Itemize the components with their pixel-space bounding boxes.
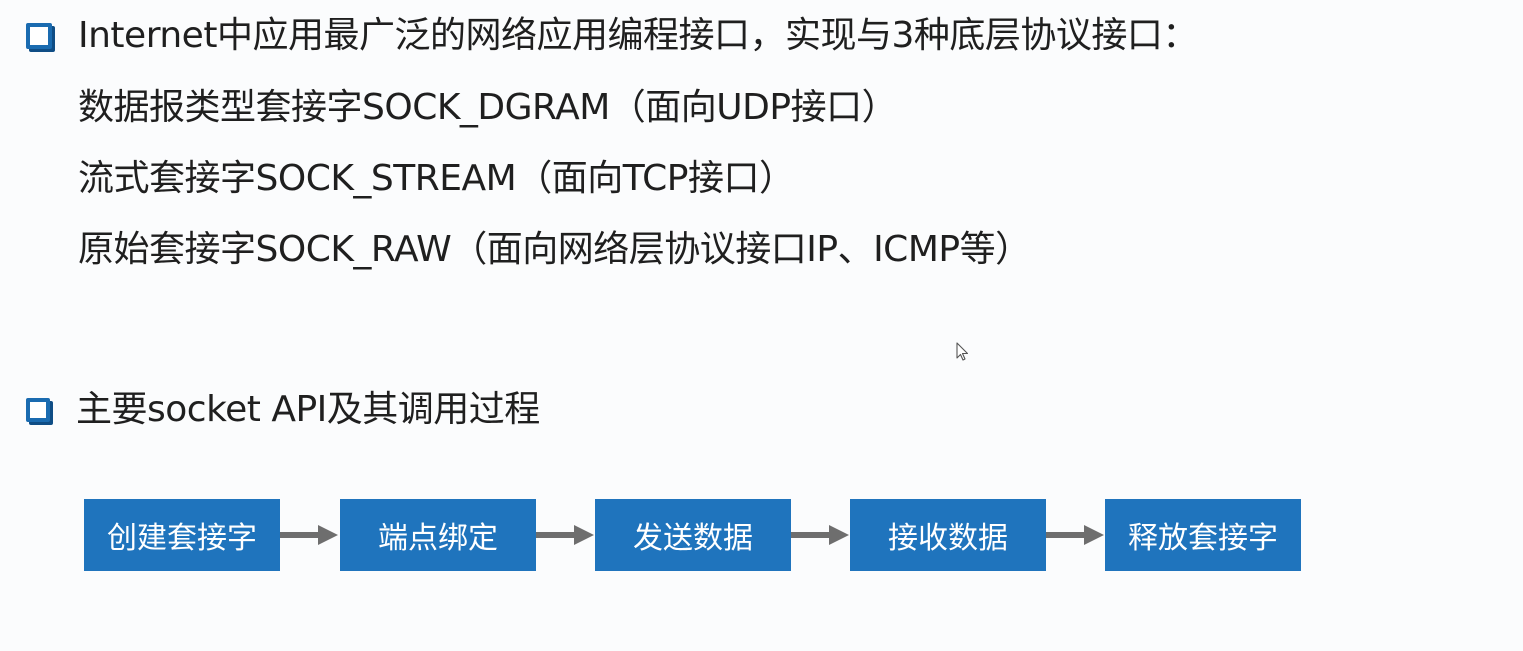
flow-step-release-socket: 释放套接字 [1105,499,1301,571]
socket-api-flow: 创建套接字 端点绑定 发送数据 接收数据 释放套接字 [84,499,1304,571]
mouse-cursor-icon [956,342,969,361]
right-arrow-icon [280,525,338,545]
section1-heading-row: Internet中应用最广泛的网络应用编程接口，实现与3种底层协议接口： [26,16,1198,56]
flow-step-receive-data: 接收数据 [850,499,1046,571]
flow-step-send-data: 发送数据 [595,499,791,571]
checkbox-icon [26,23,52,49]
right-arrow-icon [536,525,594,545]
flow-step-bind-endpoint: 端点绑定 [340,499,536,571]
section2-heading: 主要socket API及其调用过程 [76,389,540,430]
socket-type-stream: 流式套接字SOCK_STREAM（面向TCP接口） [78,158,795,199]
right-arrow-icon [791,525,849,545]
section1-heading: Internet中应用最广泛的网络应用编程接口，实现与3种底层协议接口： [78,15,1198,56]
section2-heading-row: 主要socket API及其调用过程 [26,390,540,430]
flow-step-create-socket: 创建套接字 [84,499,280,571]
checkbox-icon [26,398,50,422]
right-arrow-icon [1046,525,1104,545]
socket-type-dgram: 数据报类型套接字SOCK_DGRAM（面向UDP接口） [78,87,898,128]
socket-type-raw: 原始套接字SOCK_RAW（面向网络层协议接口IP、ICMP等） [78,229,1031,270]
